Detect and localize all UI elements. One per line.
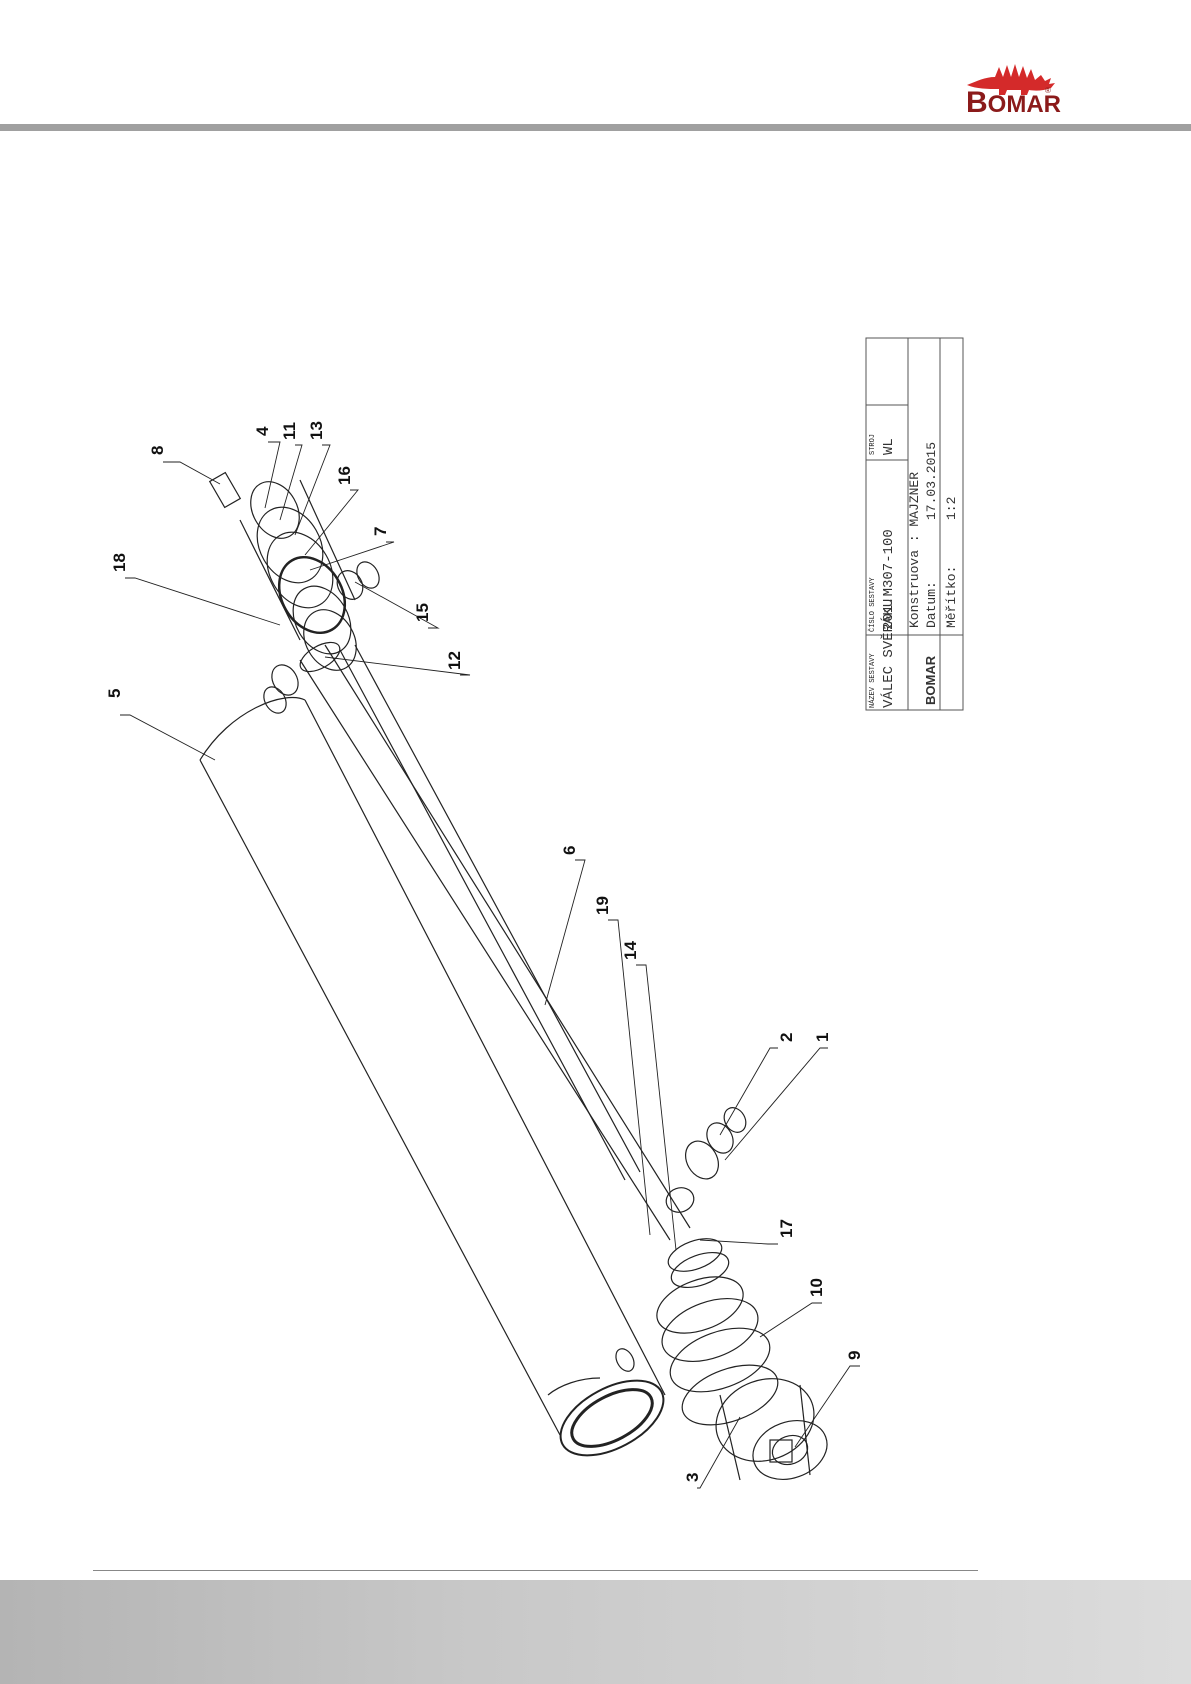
date: 17.03.2015 [924,442,939,520]
callout-13: 13 [307,421,326,440]
designer: Konstruova : MAJZNER [907,472,922,628]
callout-9: 9 [845,1351,864,1360]
machine: WL [881,438,897,455]
date-label: Datum: [924,581,939,628]
assembly-number: 201.M307-100 [881,529,897,630]
callout-14: 14 [621,941,640,960]
assembly-name-label: NÁZEV SESTAVY [868,653,877,708]
callout-15: 15 [413,603,432,622]
callout-12: 12 [445,651,464,670]
callout-11: 11 [280,422,299,440]
footer-bar [0,1580,1191,1684]
piston-assembly [210,473,384,718]
footer-rule [93,1570,978,1571]
assembly-number-label: ČÍSLO SESTAVY [867,577,877,632]
title-block-logo: BOMAR [923,655,938,705]
callout-10: 10 [807,1278,826,1297]
scale-label: Měřítko: [944,566,959,628]
callout-19: 19 [593,896,612,915]
callout-8: 8 [148,446,167,455]
callout-7: 7 [371,527,390,536]
callout-16: 16 [335,466,354,485]
callout-2: 2 [777,1033,796,1042]
callout-17: 17 [777,1219,796,1238]
callout-5: 5 [105,689,124,698]
callout-3: 3 [683,1473,702,1482]
callout-1: 1 [813,1033,832,1042]
callout-18: 18 [110,553,129,572]
scale: 1:2 [944,497,959,520]
callout-6: 6 [560,846,579,855]
barrel-part-5 [200,698,676,1471]
callout-4: 4 [253,426,272,436]
machine-label: STROJ [869,434,877,455]
